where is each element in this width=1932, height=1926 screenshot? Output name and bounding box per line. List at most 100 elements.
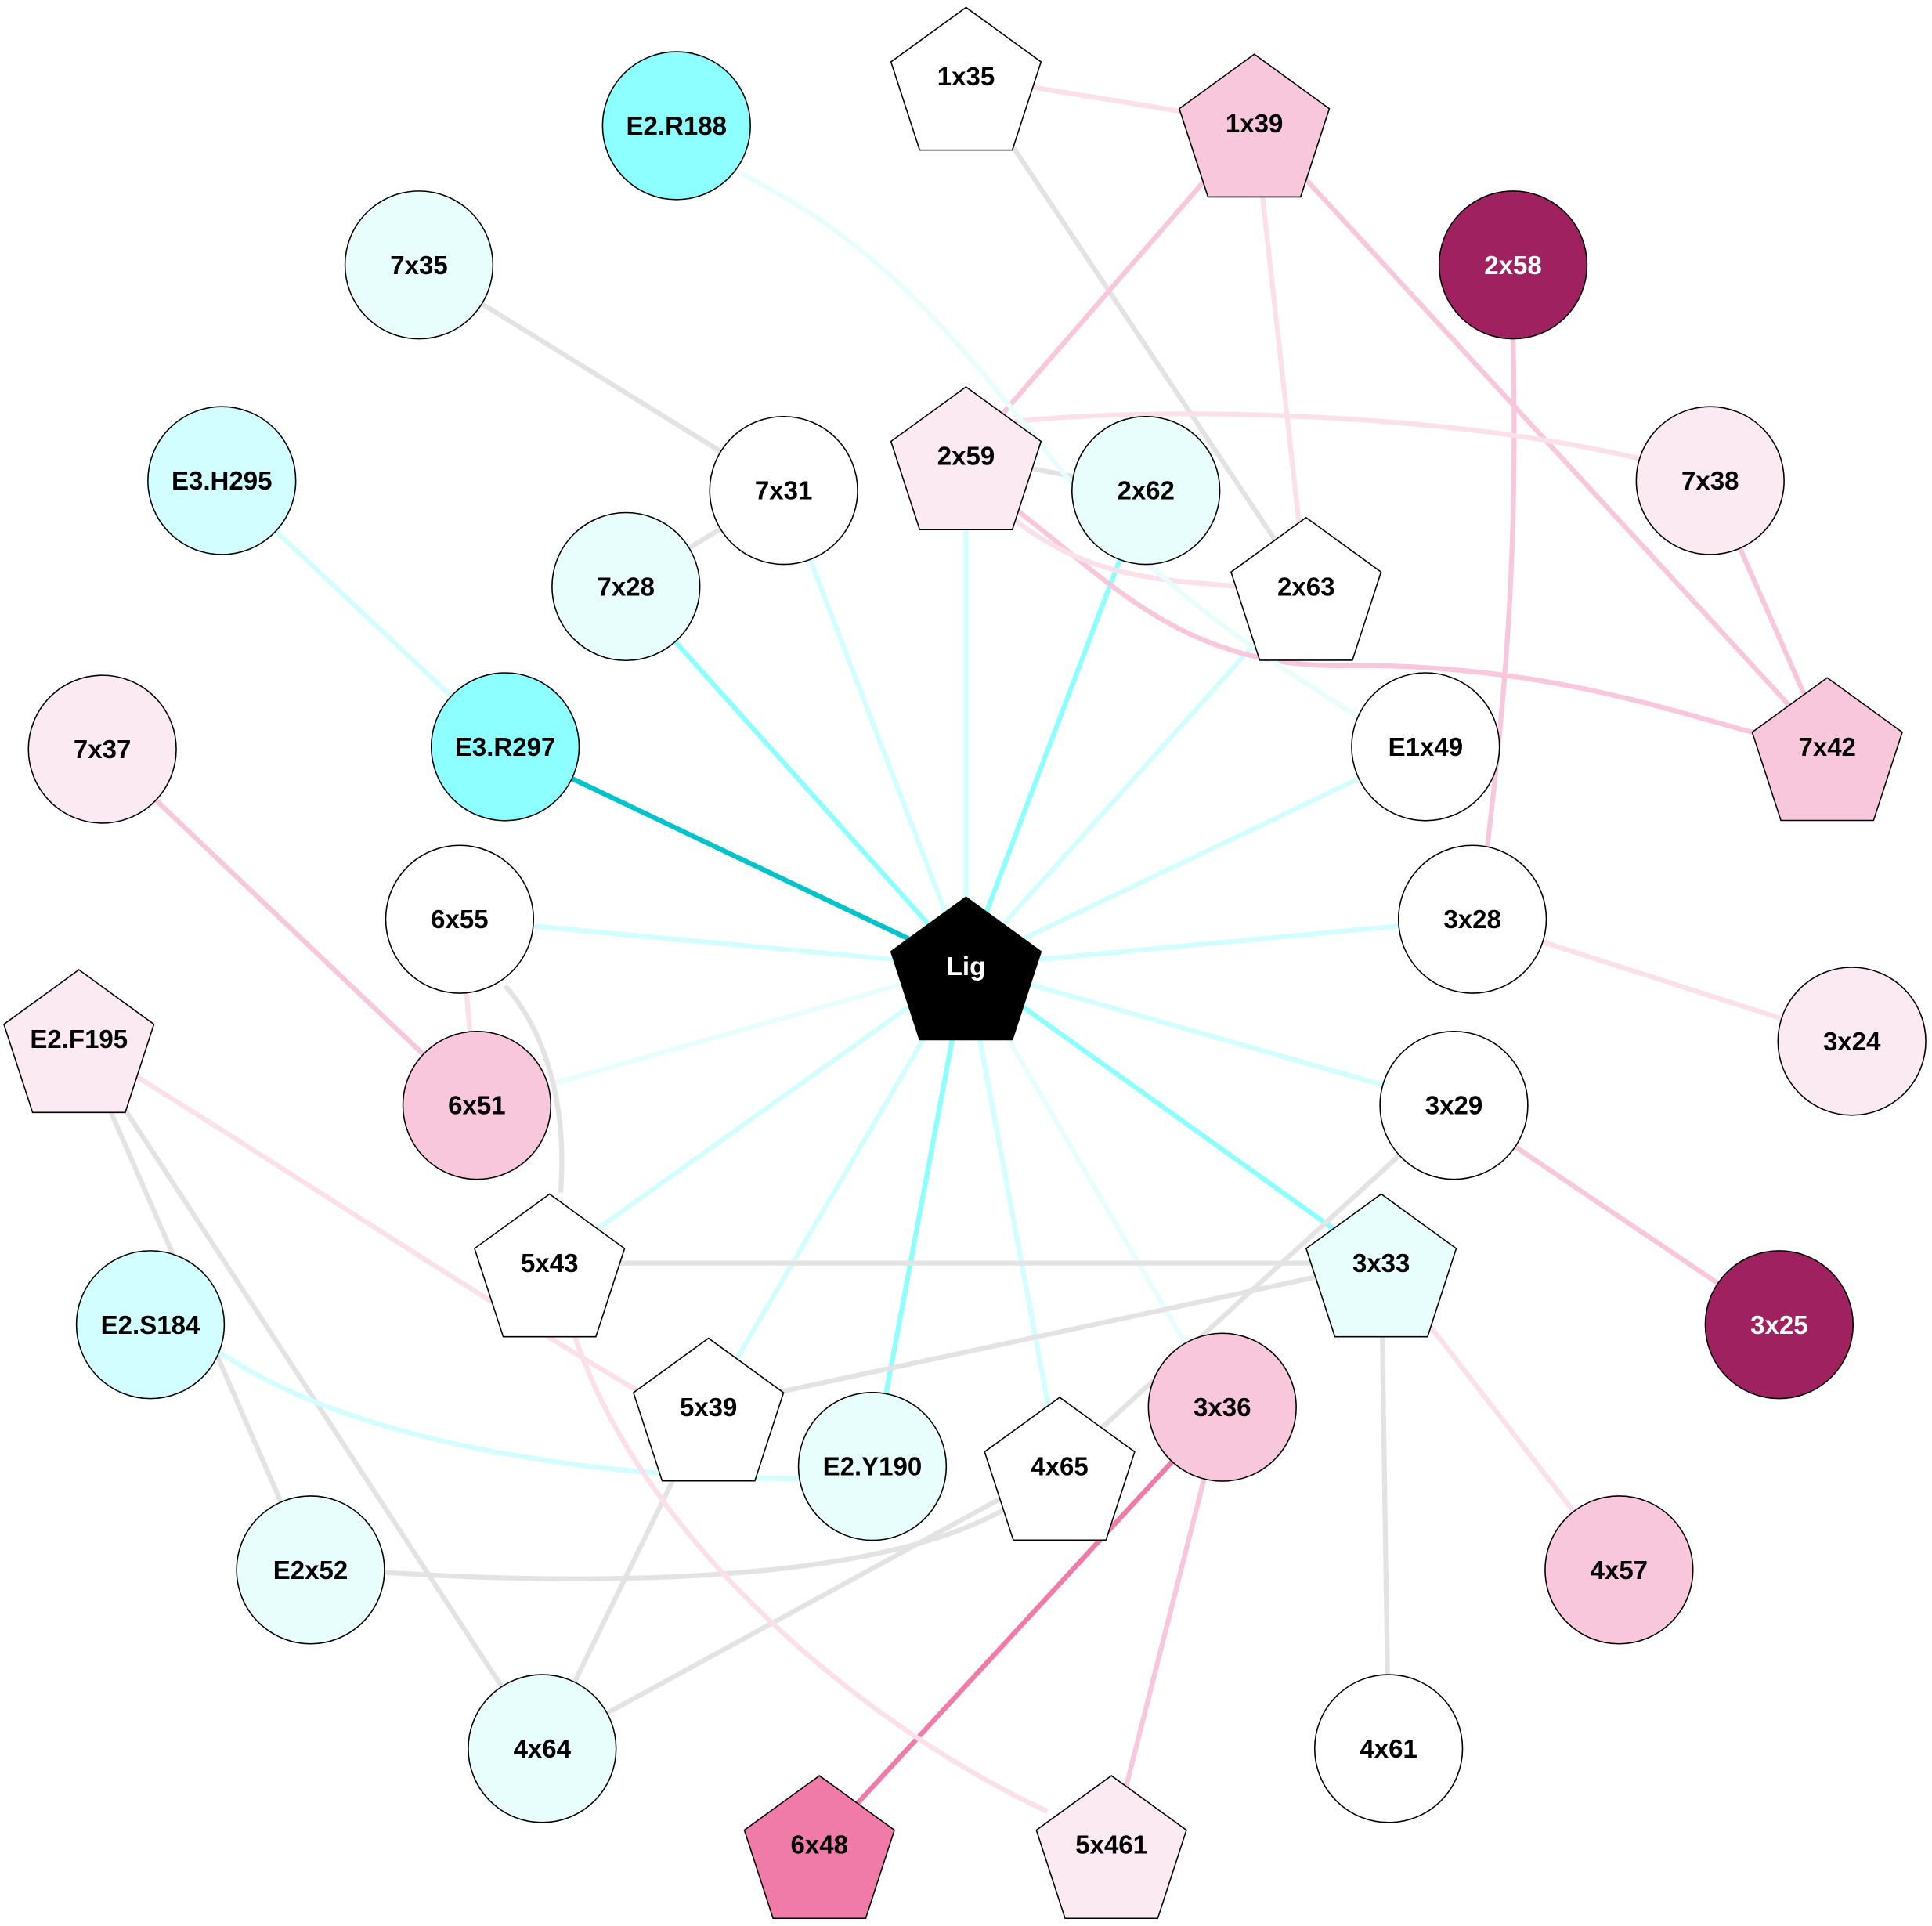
node-Lig[interactable]: Lig — [890, 896, 1042, 1041]
node-4x57[interactable]: 4x57 — [1544, 1495, 1694, 1645]
edge-Lig-4x65 — [963, 965, 1063, 1467]
node-E1x49[interactable]: E1x49 — [1351, 672, 1500, 822]
node-7x35[interactable]: 7x35 — [344, 190, 494, 340]
edge-2x59-7x42 — [1009, 503, 1757, 736]
node-7x28[interactable]: 7x28 — [551, 511, 701, 662]
node-label: 5x43 — [521, 1248, 578, 1277]
edge-7x37-6x51 — [100, 747, 479, 1108]
node-2x58[interactable]: 2x58 — [1438, 190, 1588, 340]
edge-1x39-2x63 — [1251, 122, 1309, 587]
edge-Lig-6x55 — [459, 916, 966, 969]
node-label: E1x49 — [1389, 732, 1463, 761]
node-label: 5x39 — [680, 1393, 737, 1422]
node-label: 1x35 — [937, 62, 995, 91]
node-6x51[interactable]: 6x51 — [402, 1031, 552, 1180]
circle-node-shape — [709, 415, 858, 566]
edge-1x35-2x63 — [963, 74, 1309, 588]
pentagon-node-shape — [3, 969, 155, 1114]
node-label: 2x62 — [1117, 476, 1174, 505]
node-4x64[interactable]: 4x64 — [468, 1674, 617, 1823]
node-6x55[interactable]: 6x55 — [385, 844, 535, 994]
pentagon-node-shape — [1751, 677, 1903, 822]
circle-node-shape — [1351, 672, 1500, 822]
node-6x48[interactable]: 6x48 — [743, 1775, 896, 1920]
edge-3x33-5x39 — [708, 1260, 1382, 1410]
node-label: 6x51 — [448, 1091, 505, 1120]
edge-3x36-5x461 — [1109, 1406, 1225, 1845]
edge-Lig-6x51 — [476, 963, 967, 1108]
circle-node-shape — [601, 51, 751, 201]
node-5x43[interactable]: 5x43 — [474, 1193, 626, 1338]
edge-E2.F195-4x64 — [77, 1037, 544, 1751]
edge-Lig-3x33 — [964, 963, 1383, 1266]
node-label: 7x31 — [755, 476, 812, 505]
node-E2-R188[interactable]: E2.R188 — [601, 51, 751, 201]
node-E2-F195[interactable]: E2.F195 — [3, 969, 155, 1114]
node-E2-Y190[interactable]: E2.Y190 — [797, 1391, 948, 1541]
circle-node-shape — [1379, 1031, 1529, 1180]
node-5x39[interactable]: 5x39 — [632, 1337, 785, 1482]
node-label: E3.H295 — [172, 466, 272, 495]
pentagon-node-shape — [474, 1193, 626, 1338]
node-label: 5x461 — [1075, 1830, 1147, 1859]
node-3x24[interactable]: 3x24 — [1777, 967, 1927, 1116]
edge-2x58-3x28 — [1484, 338, 1517, 848]
node-2x59[interactable]: 2x59 — [890, 386, 1042, 530]
node-7x31[interactable]: 7x31 — [709, 415, 858, 566]
circle-node-shape — [551, 511, 701, 662]
node-E3-R297[interactable]: E3.R297 — [430, 672, 580, 822]
node-2x62[interactable]: 2x62 — [1071, 415, 1221, 566]
edge-1x39-7x42 — [1252, 121, 1829, 749]
circle-node-shape — [1313, 1674, 1464, 1823]
circle-node-shape — [797, 1391, 948, 1541]
node-3x29[interactable]: 3x29 — [1379, 1031, 1529, 1180]
node-3x25[interactable]: 3x25 — [1704, 1250, 1854, 1400]
pentagon-node-shape — [1305, 1193, 1457, 1338]
node-5x461[interactable]: 5x461 — [1035, 1775, 1187, 1920]
edge-5x43-5x461 — [570, 1330, 1049, 1814]
node-E2x52[interactable]: E2x52 — [236, 1495, 385, 1645]
circle-node-shape — [1397, 844, 1547, 994]
node-2x63[interactable]: 2x63 — [1230, 516, 1382, 661]
edge-3x33-4x61 — [1378, 1263, 1392, 1749]
node-label: 4x65 — [1031, 1452, 1088, 1481]
edge-3x29-4x65 — [1057, 1103, 1456, 1469]
node-label: 3x28 — [1443, 905, 1500, 934]
circle-node-shape — [75, 1250, 226, 1400]
node-4x61[interactable]: 4x61 — [1313, 1674, 1464, 1823]
node-label: 4x57 — [1591, 1556, 1648, 1585]
node-E2-S184[interactable]: E2.S184 — [75, 1250, 226, 1400]
edge-Lig-7x28 — [623, 584, 968, 968]
node-label: 4x64 — [514, 1734, 572, 1763]
node-3x28[interactable]: 3x28 — [1397, 844, 1547, 994]
circle-node-shape — [1438, 190, 1588, 340]
node-label: 2x59 — [937, 442, 995, 471]
node-7x37[interactable]: 7x37 — [27, 674, 177, 824]
node-label: 7x28 — [598, 572, 655, 601]
circle-node-shape — [1777, 967, 1927, 1116]
node-label: E2x52 — [273, 1556, 348, 1585]
node-3x33[interactable]: 3x33 — [1305, 1193, 1457, 1338]
pentagon-node-shape — [1035, 1775, 1187, 1920]
node-label: 6x55 — [431, 905, 488, 934]
node-7x42[interactable]: 7x42 — [1751, 677, 1903, 822]
node-1x35[interactable]: 1x35 — [890, 6, 1042, 151]
node-7x38[interactable]: 7x38 — [1635, 406, 1785, 555]
circle-node-shape — [430, 672, 580, 822]
node-label: 2x58 — [1484, 251, 1541, 280]
circle-node-shape — [1071, 415, 1221, 566]
node-4x65[interactable]: 4x65 — [984, 1397, 1136, 1541]
edge-Lig-E3.R297 — [504, 744, 967, 969]
node-label: 7x35 — [390, 251, 447, 280]
pentagon-node-shape — [632, 1337, 785, 1482]
node-1x39[interactable]: 1x39 — [1178, 53, 1331, 198]
edge-Lig-2x63 — [964, 584, 1309, 968]
node-label: 1x39 — [1226, 109, 1283, 138]
node-E3-H295[interactable]: E3.H295 — [147, 406, 297, 555]
node-label: 3x24 — [1823, 1027, 1881, 1056]
node-label: 4x61 — [1360, 1734, 1417, 1763]
circle-node-shape — [236, 1495, 385, 1645]
node-3x36[interactable]: 3x36 — [1147, 1332, 1297, 1482]
